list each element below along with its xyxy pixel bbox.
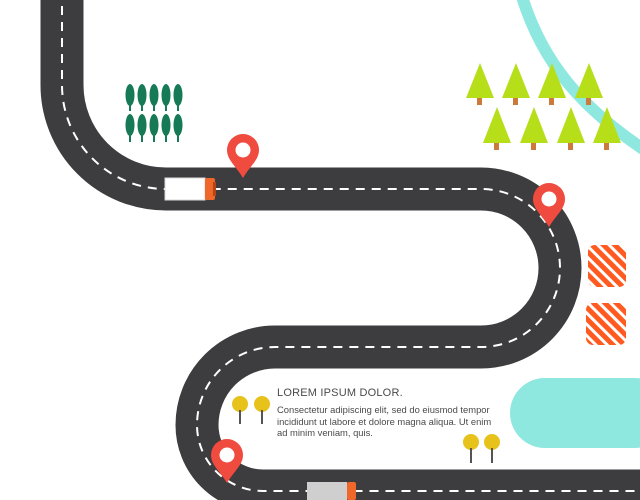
tree-icon [125, 114, 135, 142]
tree-icon [502, 63, 530, 105]
tree-icon [254, 396, 270, 424]
map-pin-icon [211, 439, 243, 483]
caption-body: Consectetur adipiscing elit, sed do eius… [277, 404, 492, 439]
light-tree-cluster [466, 63, 621, 150]
hatched-tile [588, 245, 626, 287]
tree-icon [149, 114, 159, 142]
pond [510, 378, 640, 448]
hatched-tile [586, 303, 626, 345]
tree-icon [463, 434, 479, 463]
tree-icon [125, 84, 135, 111]
dark-tree-cluster [125, 84, 183, 142]
tree-icon [483, 107, 511, 150]
tree-icon [149, 84, 159, 111]
truck-icon [307, 482, 356, 500]
river [516, 0, 640, 155]
caption-title: LOREM IPSUM DOLOR. [277, 387, 403, 399]
tree-icon [575, 63, 603, 105]
tree-icon [173, 84, 183, 111]
tree-icon [520, 107, 548, 150]
road-lane-marking [61, 0, 640, 492]
tree-icon [538, 63, 566, 105]
truck-icon [164, 177, 216, 201]
map-pin-icon [227, 134, 259, 178]
tree-icon [137, 84, 147, 111]
tree-icon [484, 434, 500, 463]
caption-block: LOREM IPSUM DOLOR. Consectetur adipiscin… [277, 387, 497, 439]
tree-icon [466, 63, 494, 105]
tree-icon [232, 396, 248, 424]
tree-icon [593, 107, 621, 150]
yellow-tree-cluster-right [463, 434, 500, 463]
tree-icon [173, 114, 183, 142]
yellow-tree-cluster-left [232, 396, 270, 424]
tree-icon [557, 107, 585, 150]
tree-icon [161, 84, 171, 111]
tree-icon [137, 114, 147, 142]
map-pin-icon [533, 183, 565, 227]
tree-icon [161, 114, 171, 142]
